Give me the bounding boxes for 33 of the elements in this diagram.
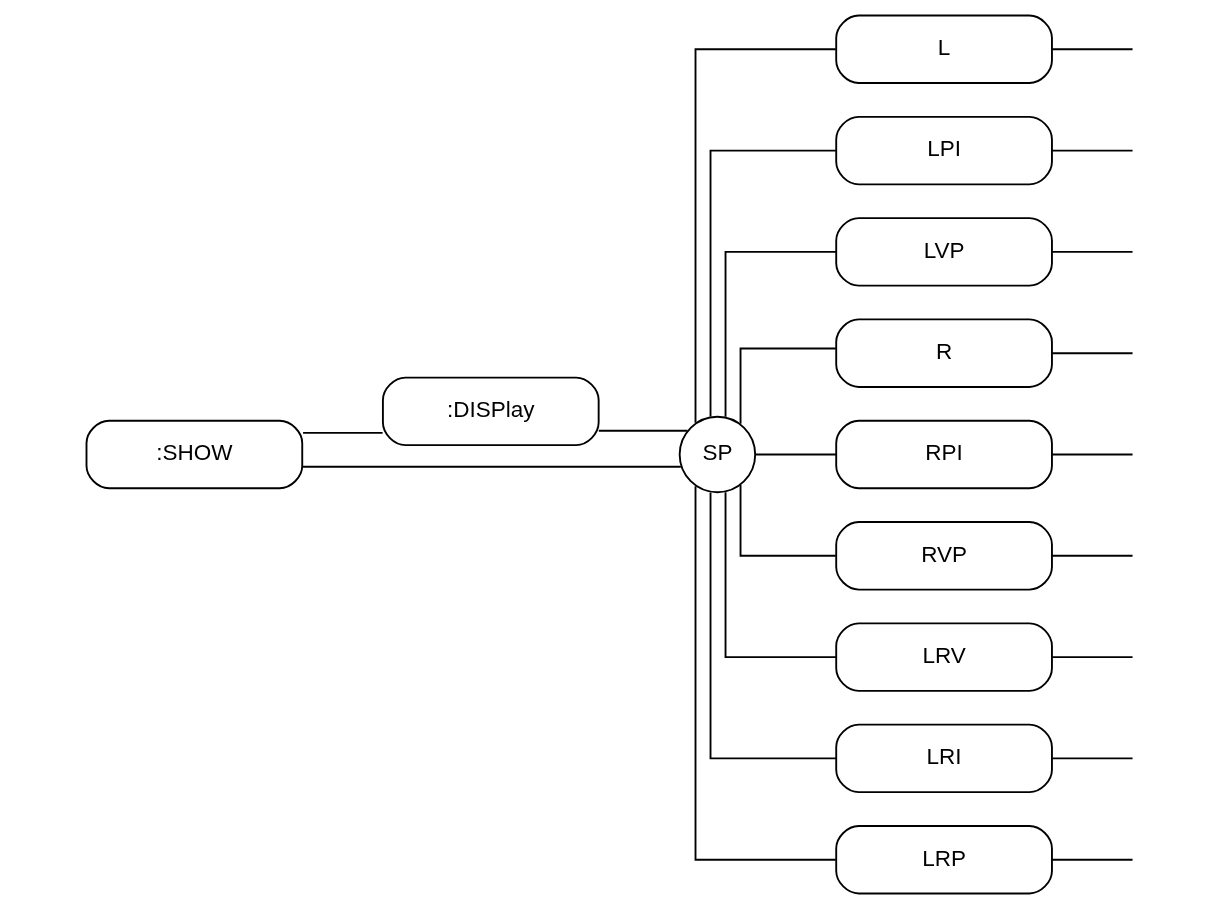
node-box: RPI	[834, 419, 1053, 490]
node-circle: SP	[678, 415, 756, 494]
connector	[1050, 656, 1133, 659]
connector	[1050, 48, 1133, 51]
connector	[709, 491, 837, 760]
connector	[739, 483, 837, 557]
node-box: :SHOW	[85, 419, 303, 490]
connector	[739, 347, 837, 425]
node-box: LRV	[834, 622, 1053, 692]
connector	[1050, 149, 1133, 152]
node-box: LRI	[834, 723, 1053, 794]
node-box: :DISPlay	[381, 376, 600, 447]
connector	[694, 48, 837, 424]
connector	[1050, 554, 1133, 557]
connector	[1050, 757, 1133, 760]
node-box: LVP	[834, 217, 1053, 287]
connector	[724, 250, 837, 418]
connector	[1050, 250, 1133, 253]
node-box: LPI	[834, 115, 1053, 186]
connector	[1050, 453, 1133, 456]
connector	[754, 453, 837, 456]
connector	[1050, 352, 1133, 355]
connector	[709, 149, 837, 418]
connector	[1050, 858, 1133, 861]
node-box: R	[834, 318, 1053, 388]
connector	[597, 429, 688, 432]
node-box: LRP	[834, 825, 1053, 895]
node-box: L	[834, 14, 1053, 84]
connector	[301, 465, 682, 468]
connector	[301, 432, 384, 434]
connector	[724, 491, 837, 659]
connector	[694, 485, 837, 861]
node-box: RVP	[834, 521, 1053, 591]
